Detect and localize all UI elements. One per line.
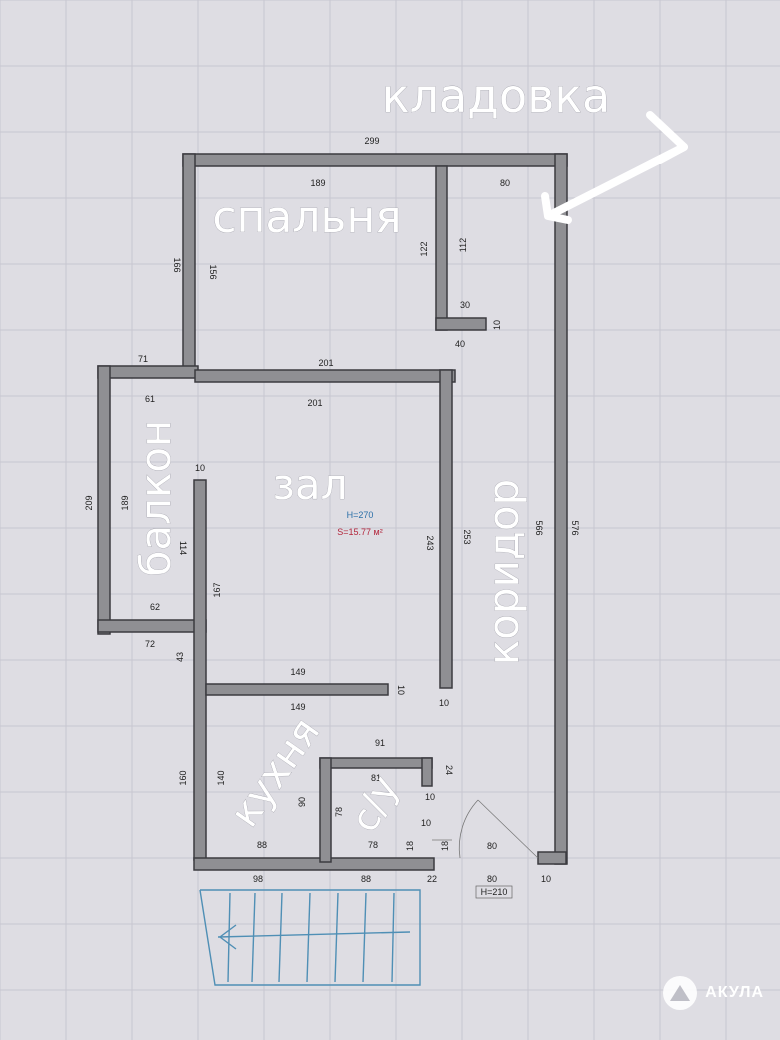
dim-storage-height-a: 122 — [419, 241, 429, 256]
dim-corridor-bottom-80b: 80 — [487, 874, 497, 884]
wall-storage-partition — [435, 165, 448, 331]
shark-mountain-icon — [663, 976, 698, 1010]
dim-balcony-bottom-outer: 72 — [145, 639, 155, 649]
dim-balcony-top: 71 — [138, 354, 148, 364]
wall-balcony-bottom — [97, 619, 207, 633]
room-label-bedroom: спальня — [212, 192, 401, 243]
dim-hall-height-inner: 243 — [425, 535, 435, 550]
dim-top-total: 299 — [364, 136, 379, 146]
dim-bath-bottom-inner: 78 — [368, 840, 378, 850]
dim-bedroom-height: 156 — [208, 264, 218, 279]
wall-balcony-top — [97, 365, 199, 379]
room-label-kitchen: кухня — [222, 709, 329, 835]
wall-hall-top — [194, 369, 456, 383]
wall-bottom-right-stub — [537, 851, 567, 865]
wall-corridor-right — [554, 153, 568, 865]
walls — [97, 153, 568, 871]
dim-bath-top-inner: 81 — [371, 773, 381, 783]
dim-kitchen-top-outer: 149 — [290, 667, 305, 677]
dim-bath-right-24: 24 — [444, 765, 454, 775]
dim-kitchen-inner-90: 90 — [297, 797, 307, 807]
dim-bath-top-outer: 91 — [375, 738, 385, 748]
dim-hall-wall-10: 10 — [439, 698, 449, 708]
wall-kitchen-top — [205, 683, 389, 696]
dim-bath-left-78: 78 — [334, 807, 344, 817]
wall-top — [182, 153, 568, 167]
room-label-hall: зал — [273, 460, 348, 509]
dim-bottom-22: 22 — [427, 874, 437, 884]
dim-corridor-bottom-10: 10 — [541, 874, 551, 884]
wall-partition-hall — [193, 479, 207, 861]
dim-kitchen-wall-10: 10 — [396, 685, 406, 695]
dim-storage-10: 10 — [492, 320, 502, 330]
dim-kitchen-left-outer: 160 — [178, 770, 188, 785]
storage-arrow-icon — [541, 111, 688, 224]
dim-kitchen-bottom-inner: 88 — [257, 840, 267, 850]
dim-bath-bottom-outer: 88 — [361, 874, 371, 884]
dim-balcony-bottom: 62 — [150, 602, 160, 612]
dim-partition-top: 10 — [195, 463, 205, 473]
dim-balcony-partial: 114 — [178, 541, 188, 555]
wall-bath-top — [319, 757, 433, 769]
wall-bottom — [193, 857, 435, 871]
wall-hall-right — [439, 369, 453, 689]
room-label-corridor: коридор — [479, 479, 528, 665]
logo-text: АКУЛА — [705, 984, 764, 1001]
dim-storage-40: 40 — [455, 339, 465, 349]
dim-bath-door-18a: 18 — [405, 841, 415, 851]
dim-kitchen-top-inner: 149 — [290, 702, 305, 712]
dim-storage-height-b: 112 — [458, 238, 468, 252]
dim-kitchen-bottom-outer: 98 — [253, 874, 263, 884]
dim-kitchen-left-inner: 140 — [216, 770, 226, 785]
dim-balcony-inner-top: 61 — [145, 394, 155, 404]
room-label-storage: кладовка — [382, 69, 610, 123]
dim-hall-inner-top: 201 — [307, 398, 322, 408]
room-label-bathroom: с/у — [342, 769, 407, 839]
dim-corridor-outer: 576 — [570, 520, 580, 535]
dim-bath-door-18b: 18 — [440, 841, 450, 851]
dim-storage-width: 80 — [500, 178, 510, 188]
wall-balcony-left — [97, 365, 111, 635]
dim-bedroom-width: 189 — [310, 178, 325, 188]
dim-bath-right-10: 10 — [425, 792, 435, 802]
dim-partition-height: 167 — [212, 582, 222, 597]
dim-corridor-inner: 566 — [534, 520, 544, 535]
dim-bath-door-10: 10 — [421, 818, 431, 828]
dim-gap-43: 43 — [175, 652, 185, 662]
dim-storage-30: 30 — [460, 300, 470, 310]
wall-bedroom-left — [182, 153, 196, 377]
room-label-balcony: балкон — [131, 419, 180, 576]
ceiling-height-label: H=270 — [347, 510, 374, 520]
dim-balcony-outer: 209 — [84, 495, 94, 510]
dim-hall-height-outer: 253 — [462, 529, 472, 544]
dim-bedroom-outer: 166 — [172, 257, 182, 272]
wall-bath-right — [421, 757, 433, 787]
dimensions: 299 189 80 166 156 122 112 30 10 40 71 2… — [84, 136, 580, 884]
door-height-label: H=210 — [481, 887, 508, 897]
wall-bath-left — [319, 757, 332, 863]
staircase — [199, 889, 421, 986]
dim-hall-top: 201 — [318, 358, 333, 368]
dim-corridor-bottom-80a: 80 — [487, 841, 497, 851]
dim-balcony-inner: 189 — [120, 495, 130, 510]
area-label: S=15.77 м² — [337, 527, 382, 537]
entrance-door — [432, 799, 539, 859]
watermark-logo: АКУЛА — [663, 976, 764, 1010]
wall-storage-ledge — [435, 317, 487, 331]
